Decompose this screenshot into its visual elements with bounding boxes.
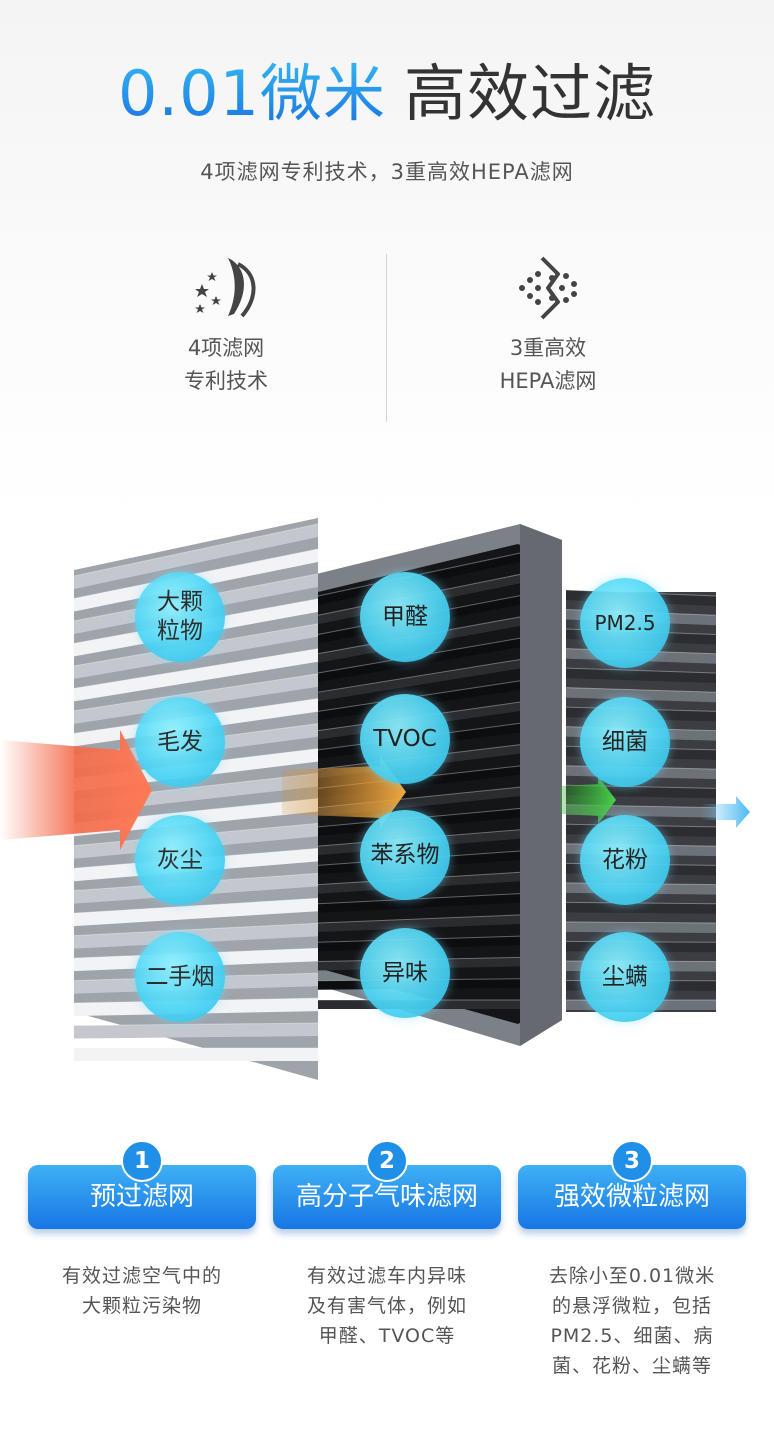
stage-pre-filter: 1 预过滤网 有效过滤空气中的大颗粒污染物 — [28, 1140, 256, 1321]
filter-pleat — [318, 892, 544, 913]
filter-pleat — [74, 1048, 318, 1061]
odor-arrow — [282, 756, 406, 828]
air-in-arrow — [0, 730, 152, 850]
bubble-line: 大颗 — [157, 589, 203, 615]
hepa-filter-bubble-1: PM2.5 — [580, 578, 670, 668]
hepa-filter-bubble-4: 尘螨 — [580, 932, 670, 1022]
bubble-line: 二手烟 — [145, 963, 215, 990]
feature-divider — [386, 254, 387, 422]
bubble-line: 甲醛 — [382, 603, 428, 630]
stage-description-line: 及有害气体，例如 — [306, 1295, 467, 1317]
stage-title-pill: 预过滤网 — [28, 1165, 256, 1229]
hepa-dots-icon — [519, 256, 577, 320]
stage-description-line: 去除小至0.01微米 — [548, 1265, 716, 1287]
filter-pleat — [566, 668, 716, 683]
filter-pleat — [74, 898, 318, 927]
filter-pleat-highlight — [317, 676, 545, 712]
stage-number-badge: 2 — [366, 1140, 408, 1182]
stage-description-line: PM2.5、细菌、病 — [550, 1325, 714, 1347]
pre-filter-bubble-2: 毛发 — [135, 697, 225, 787]
stage-description-line: 菌、花粉、尘螨等 — [551, 1355, 712, 1377]
bubble-line: 粒物 — [157, 618, 203, 644]
filter-pleat-highlight — [565, 687, 717, 693]
filter-pleat-highlight — [73, 922, 319, 937]
odor-filter-bubble-1: 甲醛 — [360, 572, 450, 662]
bubble-line: PM2.5 — [594, 610, 656, 635]
stage-odor-filter: 2 高分子气味滤网 有效过滤车内异味及有害气体，例如甲醛、TVOC等 — [273, 1140, 501, 1351]
bubble-line: 苯系物 — [370, 841, 440, 868]
stage-description-line: 有效过滤空气中的 — [61, 1265, 222, 1287]
hero-subtitle: 4项滤网专利技术，3重高效HEPA滤网 — [200, 160, 574, 184]
stage-particle-filter: 3 强效微粒滤网 去除小至0.01微米的悬浮微粒，包括 PM2.5、细菌、病菌、花… — [518, 1140, 746, 1381]
filter-pleat-highlight — [565, 921, 717, 924]
odor-filter-layer — [300, 524, 562, 1046]
filter-pleat-highlight — [317, 805, 545, 828]
stage-title-pill: 强效微粒滤网 — [518, 1165, 746, 1229]
stage-number-badge: 1 — [121, 1140, 163, 1182]
filter-pleat-highlight — [317, 547, 545, 597]
filter-pleat-highlight — [317, 891, 545, 905]
odor-filter-bubble-4: 异味 — [360, 928, 450, 1018]
filter-pleat — [74, 648, 318, 702]
hero-title-main: 高效过滤 — [404, 57, 657, 130]
odor-filter-bubble-3: 苯系物 — [360, 810, 450, 900]
clean-air-arrow — [700, 796, 750, 828]
bubble-line: 灰尘 — [157, 846, 203, 873]
filter-pleat — [566, 902, 716, 914]
filter-pleat-highlight — [73, 648, 319, 689]
stage-description-line: 的悬浮微粒，包括 — [551, 1295, 712, 1317]
stage-number-badge: 3 — [611, 1140, 653, 1182]
filter-pleat — [318, 655, 544, 702]
bubble-line: 毛发 — [157, 728, 203, 755]
filter-pleat-highlight — [317, 913, 545, 924]
filter-pleat-highlight — [317, 655, 545, 693]
hepa-filter-bubble-2: 细菌 — [580, 697, 670, 787]
bubble-line: 尘螨 — [602, 963, 648, 990]
patent-stars-icon — [195, 258, 256, 318]
filter-pleat-highlight — [73, 523, 319, 577]
pre-filter-bubble-4: 二手烟 — [135, 932, 225, 1022]
bubble-line: 花粉 — [602, 846, 648, 873]
filter-pleat — [318, 634, 544, 682]
hero-title-highlight: 0.01微米 — [117, 57, 387, 130]
odor-filter-bubble-2: TVOC — [360, 694, 450, 784]
stage-description: 有效过滤车内异味及有害气体，例如甲醛、TVOC等 — [273, 1261, 501, 1351]
stage-description: 去除小至0.01微米的悬浮微粒，包括 PM2.5、细菌、病菌、花粉、尘螨等 — [518, 1261, 746, 1381]
hero-title: 0.01微米高效过滤 — [0, 52, 774, 136]
feature-patent-line1: 4项滤网 — [187, 336, 265, 360]
feature-hepa-line1: 3重高效 — [509, 336, 587, 360]
hepa-arrow — [560, 776, 616, 824]
filter-pleat — [318, 913, 544, 933]
filter-pleat-highlight — [73, 1022, 319, 1027]
pre-filter-bubble-3: 灰尘 — [135, 815, 225, 905]
bubble-line: TVOC — [373, 725, 437, 752]
stage-description-line: 大颗粒污染物 — [81, 1295, 202, 1317]
filter-pleat — [74, 1023, 318, 1039]
bubble-line: 细菌 — [602, 728, 648, 755]
stage-description-line: 有效过滤车内异味 — [306, 1265, 467, 1287]
filter-pleat — [74, 673, 318, 724]
pre-filter-bubble-1: 大颗粒物 — [135, 572, 225, 662]
stage-description-line: 甲醛、TVOC等 — [318, 1325, 456, 1347]
feature-hepa-line2: HEPA滤网 — [499, 369, 597, 393]
filter-pleat-highlight — [565, 667, 717, 674]
bubble-line: 异味 — [382, 959, 428, 986]
hepa-filter-bubble-3: 花粉 — [580, 815, 670, 905]
filter-pleat-highlight — [73, 897, 319, 914]
feature-patent-line2: 专利技术 — [184, 369, 268, 393]
filter-pleat — [74, 524, 318, 589]
filter-pleat — [566, 687, 716, 703]
filter-pleat-highlight — [73, 673, 319, 712]
filter-pleat-highlight — [73, 548, 319, 599]
filter-pleat-highlight — [565, 901, 717, 905]
filter-pleat — [566, 921, 716, 934]
stage-description: 有效过滤空气中的大颗粒污染物 — [28, 1261, 256, 1321]
filter-illustration: 大颗粒物 毛发 灰尘 二手烟 甲醛 TVOC 苯系物 异味 PM2.5 细菌 花… — [0, 500, 774, 1100]
feature-patent: 4项滤网 专利技术 — [106, 254, 346, 398]
feature-hepa: 3重高效 HEPA滤网 — [428, 254, 668, 398]
